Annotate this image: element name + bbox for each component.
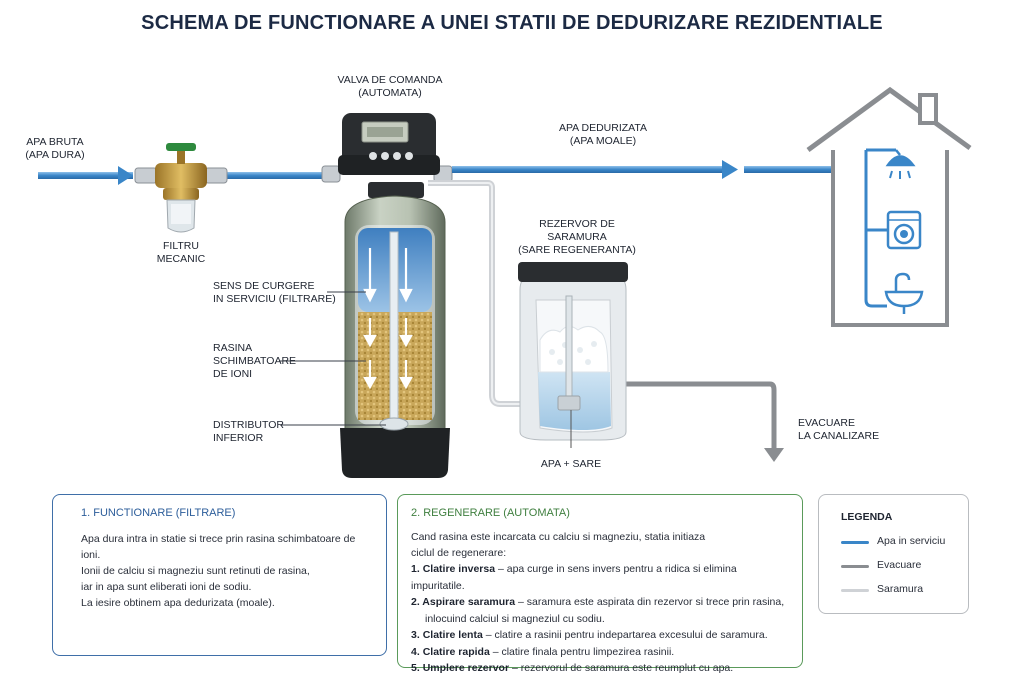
page-title: SCHEMA DE FUNCTIONARE A UNEI STATII DE D… <box>141 12 883 34</box>
softened-label-line1: APA DEDURIZATA <box>558 122 648 134</box>
step-1-text: – apa curge in sens invers pentru a ridi… <box>411 563 737 592</box>
step-3-name: Clatire lenta <box>422 629 483 641</box>
flow-direction-label-line2: IN SERVICIU (FILTRARE) <box>213 293 336 305</box>
sink-icon <box>884 272 924 314</box>
softened-label: APA DEDURIZATA (APA MOALE) <box>538 122 668 148</box>
brine-tank-label-line2: (SARE REGENERANTA) <box>518 244 636 256</box>
functioning-line-3: iar in apa sunt eliberati ioni de sodiu. <box>81 581 252 593</box>
outlet-pipe <box>452 160 834 179</box>
house <box>806 86 972 327</box>
drain-label: EVACUARE LA CANALIZARE <box>798 417 918 443</box>
legend-drain-label: Evacuare <box>877 559 922 571</box>
washing-machine-icon <box>886 210 922 250</box>
distributor-label-line1: DISTRIBUTOR <box>213 419 284 431</box>
step-3-num: 3. <box>411 629 420 641</box>
raw-water-label: APA BRUTA (APA DURA) <box>20 136 90 162</box>
step-5-num: 5. <box>411 662 420 674</box>
mechanical-filter <box>134 143 228 233</box>
flow-direction-label: SENS DE CURGERE IN SERVICIU (FILTRARE) <box>213 280 353 306</box>
distributor-label-line2: INFERIOR <box>213 432 264 444</box>
step-1: 1. Clatire inversa – apa curge in sens i… <box>411 561 792 594</box>
drain-label-line2: LA CANALIZARE <box>798 430 880 442</box>
functioning-title: 1. FUNCTIONARE (FILTRARE) <box>81 507 236 519</box>
regeneration-intro-2: ciclul de regenerare: <box>411 547 507 559</box>
regeneration-title: 2. REGENERARE (AUTOMATA) <box>411 507 570 519</box>
control-valve <box>338 113 440 175</box>
step-3: 3. Clatire lenta – clatire a rasinii pen… <box>411 627 792 644</box>
filter-label-line2: MECANIC <box>156 253 206 265</box>
step-5-name: Umplere rezervor <box>422 662 510 674</box>
functioning-line-4: La iesire obtinem apa dedurizata (moale)… <box>81 597 275 609</box>
step-5-text: – rezervorul de saramura este reumplut c… <box>509 662 734 674</box>
regeneration-box: 2. REGENERARE (AUTOMATA) Cand rasina est… <box>397 494 803 674</box>
distributor-label: DISTRIBUTOR INFERIOR <box>213 419 313 445</box>
brine-tank-label: REZERVOR DE SARAMURA (SARE REGENERANTA) <box>512 218 642 257</box>
resin-label-line2: SCHIMBATOARE <box>213 355 297 367</box>
filter-label-line1: FILTRU <box>163 240 199 252</box>
step-4-num: 4. <box>411 645 420 658</box>
regeneration-steps: 1. Clatire inversa – apa curge in sens i… <box>411 561 792 677</box>
step-3-text: – clatire a rasinii pentru indepartarea … <box>482 629 768 641</box>
valve-label-line2: (AUTOMATA) <box>358 87 422 99</box>
step-4-text: – clatire finala pentru limpezirea rasin… <box>489 645 675 658</box>
softened-label-line2: (APA MOALE) <box>569 135 637 147</box>
regeneration-intro-1: Cand rasina este incarcata cu calciu si … <box>411 531 706 543</box>
inlet-pipe <box>38 166 338 185</box>
legend-service-swatch <box>841 541 869 544</box>
step-4: 4. Clatire rapida – clatire finala pentr… <box>411 644 792 661</box>
functioning-box: 1. FUNCTIONARE (FILTRARE) Apa dura intra… <box>52 494 387 656</box>
inlet-fitting <box>321 165 341 183</box>
water-salt-label: APA + SARE <box>540 458 602 470</box>
step-2-text: – saramura este aspirata din rezervor si… <box>515 596 785 608</box>
valve-label: VALVA DE COMANDA (AUTOMATA) <box>320 74 460 100</box>
brine-tank <box>518 262 628 448</box>
resin-label: RASINA SCHIMBATOARE DE IONI <box>213 342 313 381</box>
brine-tank-label-line1: REZERVOR DE SARAMURA <box>539 218 615 243</box>
raw-water-label-line2: (APA DURA) <box>25 149 85 161</box>
legend-drain-swatch <box>841 565 869 568</box>
step-1-name: Clatire inversa <box>422 563 496 575</box>
filter-label: FILTRU MECANIC <box>146 240 216 266</box>
drain-line <box>610 381 777 452</box>
step-2-cont: inlocuind calciul si magneziul cu sodiu. <box>425 612 605 625</box>
shower-icon <box>885 149 916 179</box>
legend-box: LEGENDA Apa in serviciu Evacuare Saramur… <box>818 494 969 614</box>
resin-label-line3: DE IONI <box>213 368 253 380</box>
legend-service-label: Apa in serviciu <box>877 535 946 547</box>
step-2-name: Aspirare saramura <box>422 596 516 608</box>
legend-brine-label: Saramura <box>877 583 924 595</box>
functioning-line-1: Apa dura intra in statie si trece prin r… <box>81 533 356 561</box>
legend-title: LEGENDA <box>841 511 893 523</box>
softener-tank <box>340 182 450 478</box>
legend-brine-swatch <box>841 589 869 592</box>
resin-label-line1: RASINA <box>213 342 253 354</box>
flow-direction-label-line1: SENS DE CURGERE <box>213 280 315 292</box>
step-5: 5. Umplere rezervor – rezervorul de sara… <box>411 660 792 677</box>
drain-label-line1: EVACUARE <box>798 417 855 429</box>
valve-label-line1: VALVA DE COMANDA <box>337 74 443 86</box>
step-2-num: 2. <box>411 596 420 608</box>
step-1-num: 1. <box>411 563 420 575</box>
functioning-line-2: Ionii de calciu si magneziu sunt retinut… <box>81 565 310 577</box>
raw-water-label-line1: APA BRUTA <box>26 136 84 148</box>
step-2: 2. Aspirare saramura – saramura este asp… <box>411 594 792 627</box>
step-4-name: Clatire rapida <box>422 645 490 658</box>
